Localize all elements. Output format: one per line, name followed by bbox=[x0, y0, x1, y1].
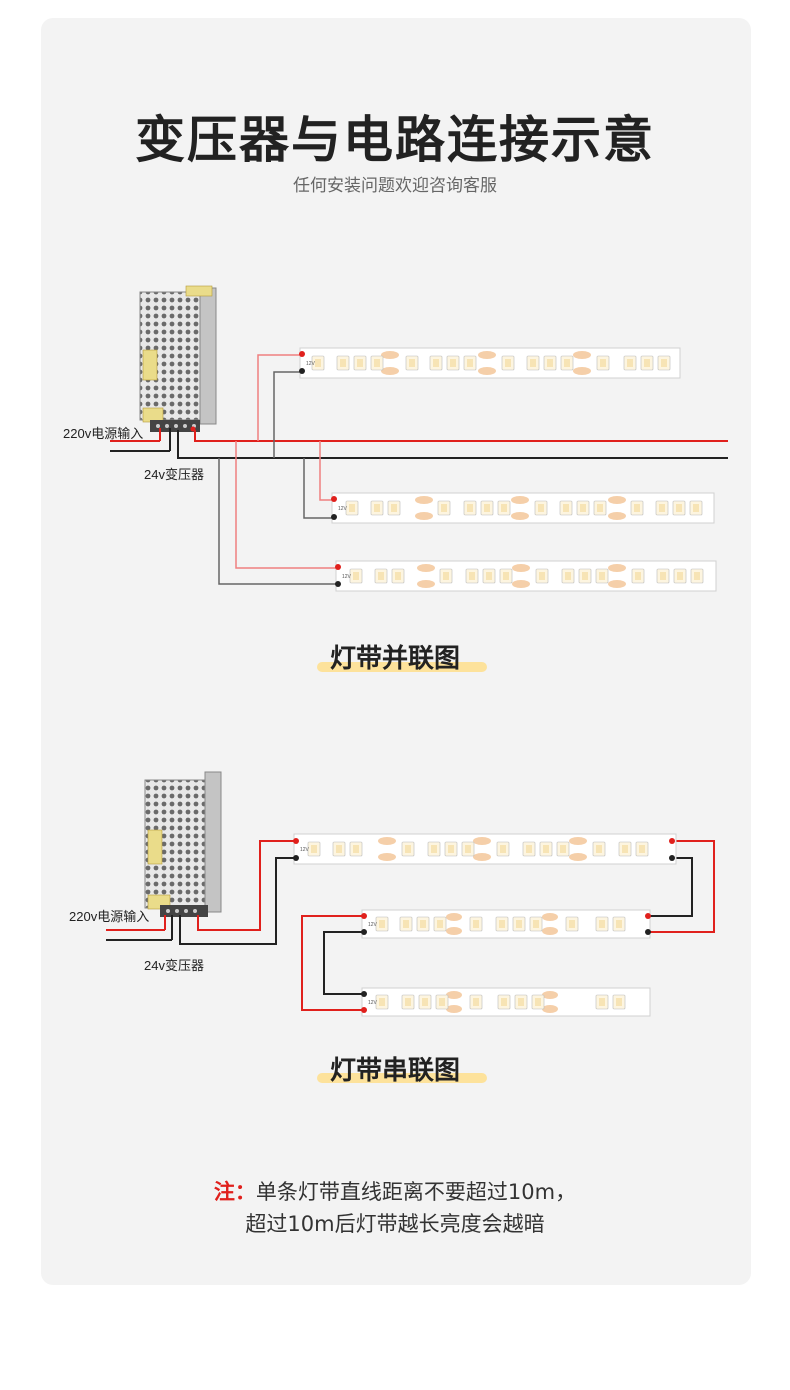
led-strip: 12V bbox=[361, 909, 651, 939]
note-line1-text: 单条灯带直线距离不要超过10m， bbox=[255, 1180, 577, 1204]
led-strip: 12V bbox=[335, 560, 717, 592]
strip-voltage-marking: 12V bbox=[342, 574, 352, 580]
led-strip: 12V bbox=[299, 347, 681, 379]
led-strip: 12V bbox=[293, 833, 677, 865]
mains-input-wires bbox=[106, 915, 173, 941]
strip-voltage-marking: 12V bbox=[338, 506, 348, 512]
led-strip: 12V bbox=[331, 492, 715, 524]
caption-highlight bbox=[317, 662, 487, 672]
installation-note: 注：单条灯带直线距离不要超过10m， 超过10m后灯带越长亮度会越暗 bbox=[0, 1176, 790, 1240]
led-strip: 12V bbox=[361, 987, 651, 1017]
transformer-device bbox=[139, 285, 217, 432]
mains-input-wires bbox=[110, 428, 171, 452]
transformer-label: 24v变压器 bbox=[144, 467, 204, 482]
strip-voltage-marking: 12V bbox=[368, 922, 378, 928]
series-caption: 灯带串联图 bbox=[329, 1056, 460, 1086]
input-label: 220v电源输入 bbox=[69, 909, 149, 924]
strip-voltage-marking: 12V bbox=[306, 361, 316, 367]
note-prefix: 注： bbox=[213, 1180, 256, 1204]
parallel-diagram: 12V 12V 12V 220v电源输入 24v变压器 bbox=[63, 285, 728, 592]
note-line-1: 注：单条灯带直线距离不要超过10m， bbox=[0, 1176, 790, 1208]
page-subtitle: 任何安装问题欢迎咨询客服 bbox=[293, 176, 497, 196]
transformer-label: 24v变压器 bbox=[144, 958, 204, 973]
page-title: 变压器与电路连接示意 bbox=[135, 111, 655, 169]
caption-highlight bbox=[317, 1073, 487, 1083]
parallel-caption: 灯带并联图 bbox=[329, 644, 460, 674]
note-line-2: 超过10m后灯带越长亮度会越暗 bbox=[245, 1212, 545, 1236]
transformer-device bbox=[144, 771, 222, 917]
strip-voltage-marking: 12V bbox=[300, 847, 310, 853]
series-diagram: 12V 12V 12V 220v电源输入 24v变压器 bbox=[69, 771, 715, 1017]
output-bus bbox=[177, 430, 728, 459]
input-label: 220v电源输入 bbox=[63, 426, 143, 441]
strip-voltage-marking: 12V bbox=[368, 1000, 378, 1006]
